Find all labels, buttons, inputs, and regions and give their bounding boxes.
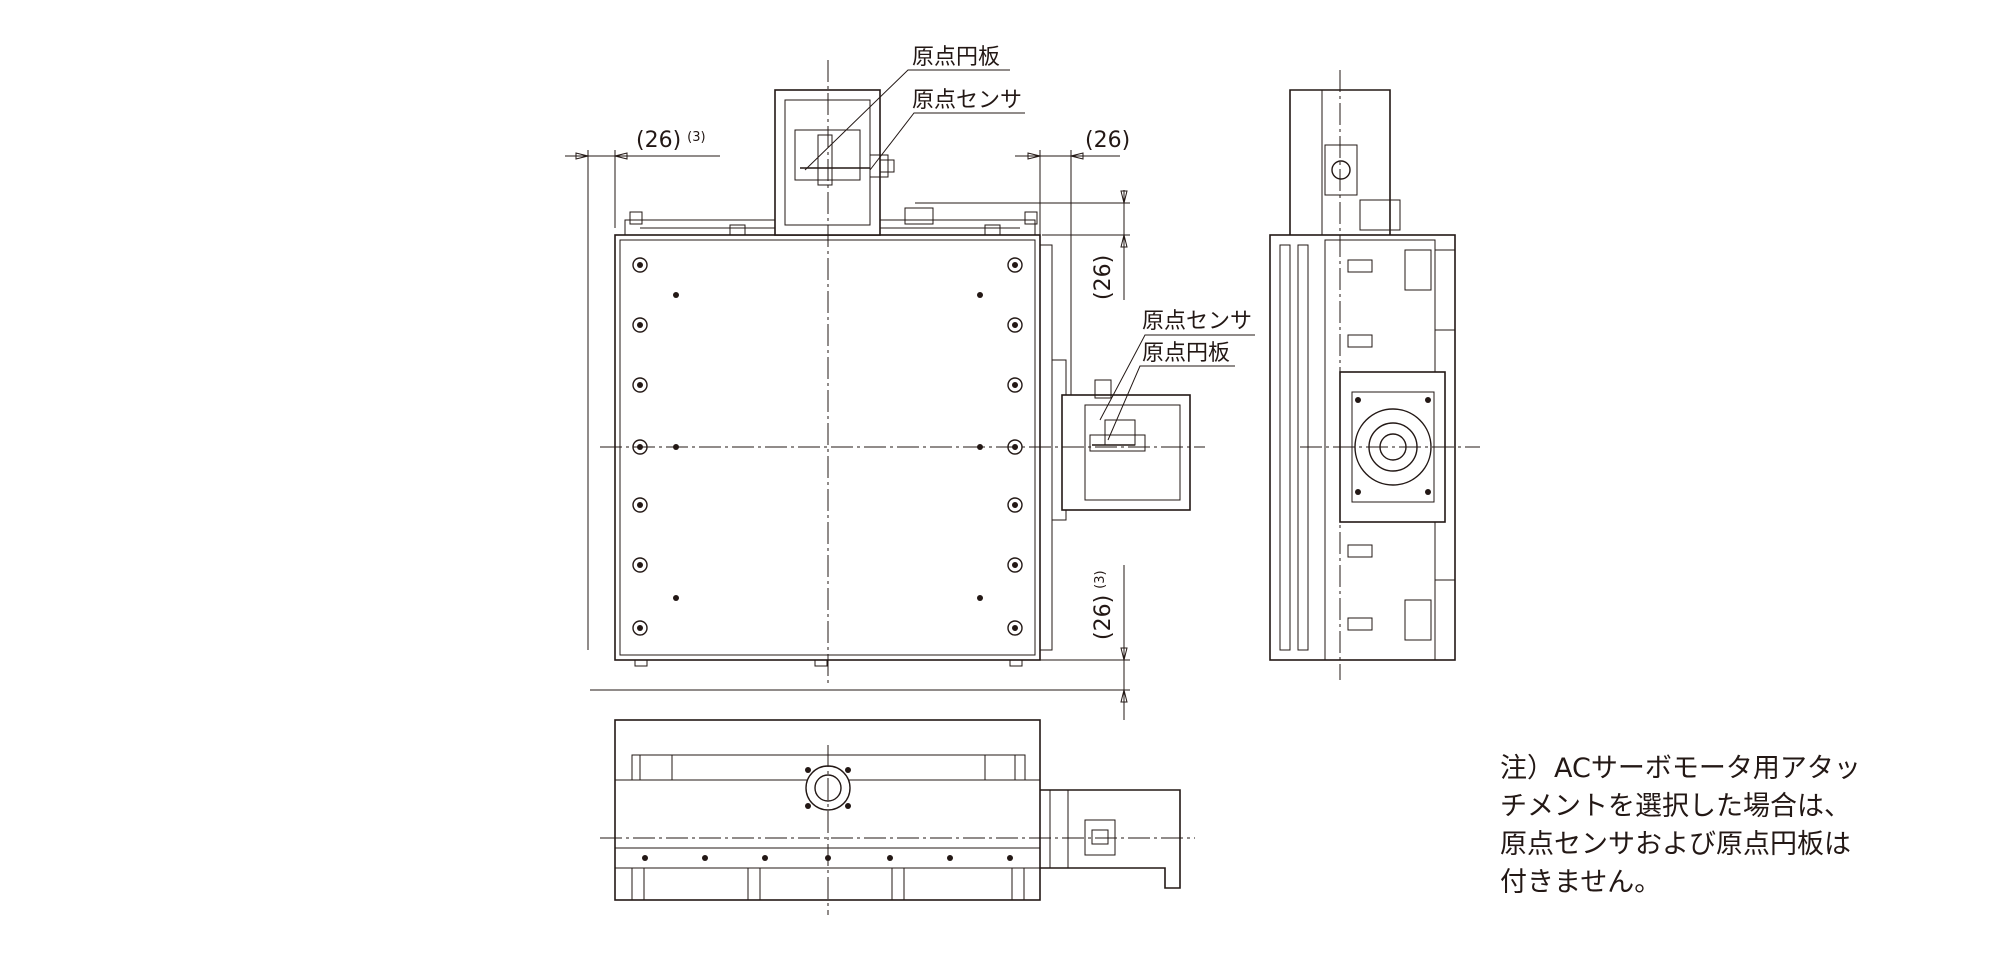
label-side-origin-sensor: 原点センサ: [1142, 309, 1252, 334]
dimension-left: (26)(3): [636, 128, 706, 153]
note-text: 注）ACサーボモータ用アタッ チメントを選択した場合は、 原点センサおよび原点円…: [1500, 750, 1970, 902]
dimension-vertical-top: (26): [1091, 255, 1116, 300]
label-top-origin-sensor: 原点センサ: [912, 88, 1022, 113]
side-view: [1269, 70, 1480, 680]
hole-pattern-right: [977, 257, 1023, 636]
front-view: [600, 719, 1195, 915]
note-line-3: 原点センサおよび原点円板は: [1500, 829, 1851, 860]
note-line-1: 注）ACサーボモータ用アタッ: [1500, 753, 1861, 784]
label-side-origin-disk: 原点円板: [1142, 341, 1230, 366]
note-line-4: 付きません。: [1500, 867, 1662, 898]
note-line-2: チメントを選択した場合は、: [1500, 791, 1851, 822]
dimension-vertical-bottom: (26)(3): [1091, 570, 1116, 640]
top-view: [565, 60, 1255, 720]
label-top-origin-disk: 原点円板: [912, 45, 1000, 70]
dimension-right: (26): [1085, 128, 1130, 153]
